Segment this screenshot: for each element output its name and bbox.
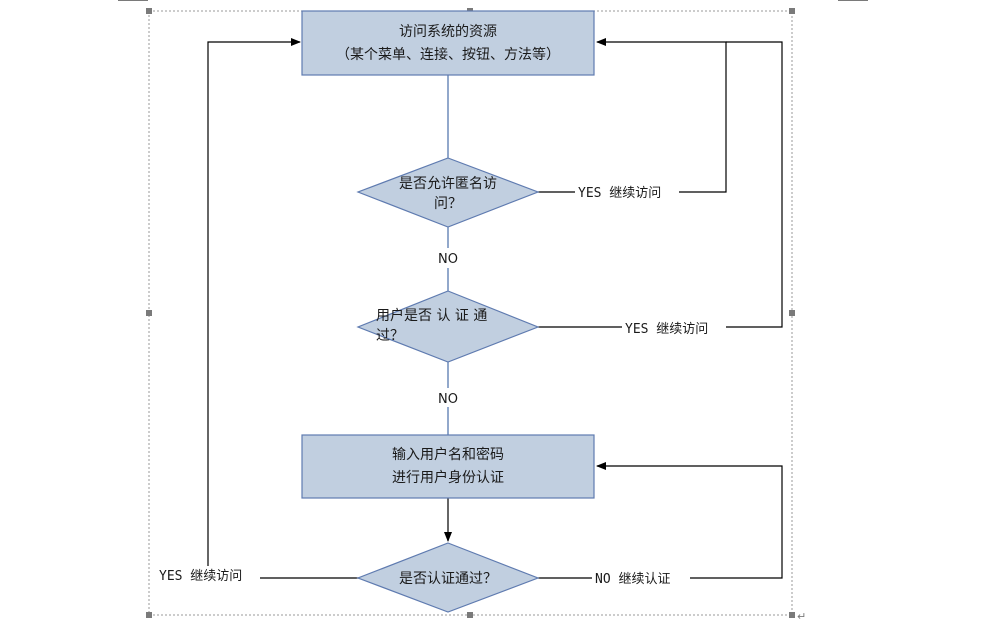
node-verify-text: 是否认证通过？ xyxy=(399,571,497,587)
node-login-text-line1: 输入用户名和密码 xyxy=(392,446,504,463)
label-no-verify: NO 继续认证 xyxy=(595,572,670,587)
label-no-anon: NO xyxy=(438,252,458,267)
label-bg-no-verify xyxy=(592,569,690,587)
label-bg-yes-anon xyxy=(575,182,679,200)
node-anon-text-line2: 问？ xyxy=(434,196,462,212)
label-bg-yes-verify xyxy=(156,566,260,584)
node-login-box[interactable] xyxy=(301,434,595,499)
node-resource-box[interactable] xyxy=(301,10,595,76)
resize-handle-bottom-middle[interactable] xyxy=(467,612,473,618)
label-yes-anon: YES 继续访问 xyxy=(578,186,661,201)
node-resource-subtitle: （某个菜单、连接、按钮、方法等） xyxy=(336,46,560,63)
label-bg-yes-auth xyxy=(622,318,726,336)
resize-handle-bottom-right[interactable] xyxy=(789,612,795,618)
node-login-text-line2: 进行用户身份认证 xyxy=(392,469,504,486)
label-yes-auth: YES 继续访问 xyxy=(625,322,708,337)
resize-handle-bottom-left[interactable] xyxy=(146,612,152,618)
node-resource-title: 访问系统的资源 xyxy=(399,24,497,40)
node-auth-text-line1: 用户是否 认 证 通 xyxy=(376,307,487,324)
node-anon-decision[interactable] xyxy=(356,157,540,228)
resize-handle-middle-left[interactable] xyxy=(146,310,152,316)
arrow-verify-yes-to-resource xyxy=(207,38,360,579)
node-verify-decision[interactable] xyxy=(356,542,540,613)
node-anon-text-line1: 是否允许匿名访 xyxy=(399,176,497,192)
node-auth-text-line2: 过？ xyxy=(376,328,404,344)
resize-handle-middle-right[interactable] xyxy=(789,310,795,316)
resize-handle-top-right[interactable] xyxy=(789,8,795,14)
resize-handle-top-left[interactable] xyxy=(146,8,152,14)
label-yes-verify: YES 继续访问 xyxy=(159,569,242,584)
node-auth-decision[interactable] xyxy=(356,290,540,363)
paragraph-return-mark: ↵ xyxy=(797,610,806,623)
label-no-auth: NO xyxy=(438,392,458,407)
